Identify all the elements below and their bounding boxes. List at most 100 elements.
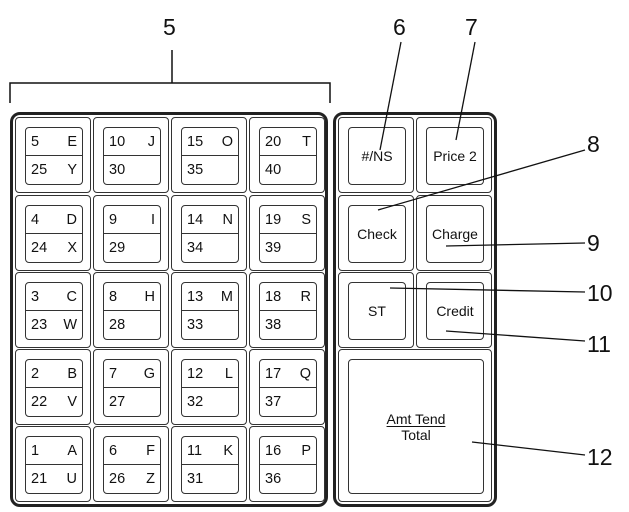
function-key-ns[interactable]: #/NS [338,117,414,193]
callout-11: 11 [587,331,611,357]
plu-key[interactable]: 12 L 32 [171,349,247,425]
plu-key-row: 30 [104,156,160,184]
function-key-face: Price 2 [426,127,484,185]
function-key-face: Check [348,205,406,263]
plu-key-row: 34 [182,234,238,262]
plu-number: 29 [109,240,126,256]
plu-number: 27 [109,394,126,410]
plu-number: 7 [109,365,118,382]
plu-letter: S [301,211,311,228]
plu-letter: K [223,442,233,459]
plu-letter: I [150,211,155,228]
plu-number: 12 [187,365,204,382]
plu-number: 14 [187,211,204,228]
plu-number: 26 [109,471,126,487]
function-key-label: Charge [432,226,478,242]
plu-number: 19 [265,211,282,228]
plu-letter: A [67,442,77,459]
plu-key-face: 12 L 32 [181,359,239,417]
plu-letter: M [220,288,233,305]
function-key-label: Price 2 [433,148,477,164]
function-key-charge[interactable]: Charge [416,195,492,271]
plu-letter: L [224,365,233,382]
plu-letter: C [66,288,77,305]
plu-letter: Y [67,162,77,178]
plu-letter: P [301,442,311,459]
plu-number: 18 [265,288,282,305]
callout-12: 12 [587,444,613,470]
plu-number: 15 [187,133,204,150]
plu-key-row: 31 [182,465,238,493]
plu-letter: Z [146,471,155,487]
plu-number: 37 [265,394,282,410]
plu-number: 5 [31,133,40,150]
plu-key-row: 15 O [182,128,238,156]
plu-letter: O [221,133,233,150]
function-key-check[interactable]: Check [338,195,414,271]
function-key-label: Credit [436,303,474,319]
plu-letter: V [67,394,77,410]
plu-key-row: 38 [260,311,316,339]
plu-letter: U [66,471,77,487]
plu-number: 1 [31,442,40,459]
plu-number: 20 [265,133,282,150]
function-key-credit[interactable]: Credit [416,272,492,348]
plu-key-row: 36 [260,465,316,493]
function-key-face: Credit [426,282,484,340]
plu-key-row: 18 R [260,283,316,311]
plu-key-row: 12 L [182,360,238,388]
plu-letter: W [63,317,77,333]
plu-key[interactable]: 9 I 29 [93,195,169,271]
plu-key-row: 27 [104,388,160,416]
plu-key[interactable]: 15 O 35 [171,117,247,193]
function-key-price-2[interactable]: Price 2 [416,117,492,193]
plu-number: 35 [187,162,204,178]
plu-number: 21 [31,471,48,487]
plu-key-row: 32 [182,388,238,416]
plu-key-face: 18 R 38 [259,282,317,340]
plu-key[interactable]: 18 R 38 [249,272,325,348]
plu-letter: R [300,288,311,305]
plu-number: 36 [265,471,282,487]
function-key-st[interactable]: ST [338,272,414,348]
plu-number: 9 [109,211,118,228]
plu-key[interactable]: 1 A 21 U [15,426,91,502]
plu-key-face: 9 I 29 [103,205,161,263]
plu-letter: X [67,240,77,256]
callout-9: 9 [587,230,600,256]
function-key-label: ST [368,303,386,319]
plu-number: 38 [265,317,282,333]
callout-5: 5 [163,14,176,40]
callout-10: 10 [587,280,613,306]
